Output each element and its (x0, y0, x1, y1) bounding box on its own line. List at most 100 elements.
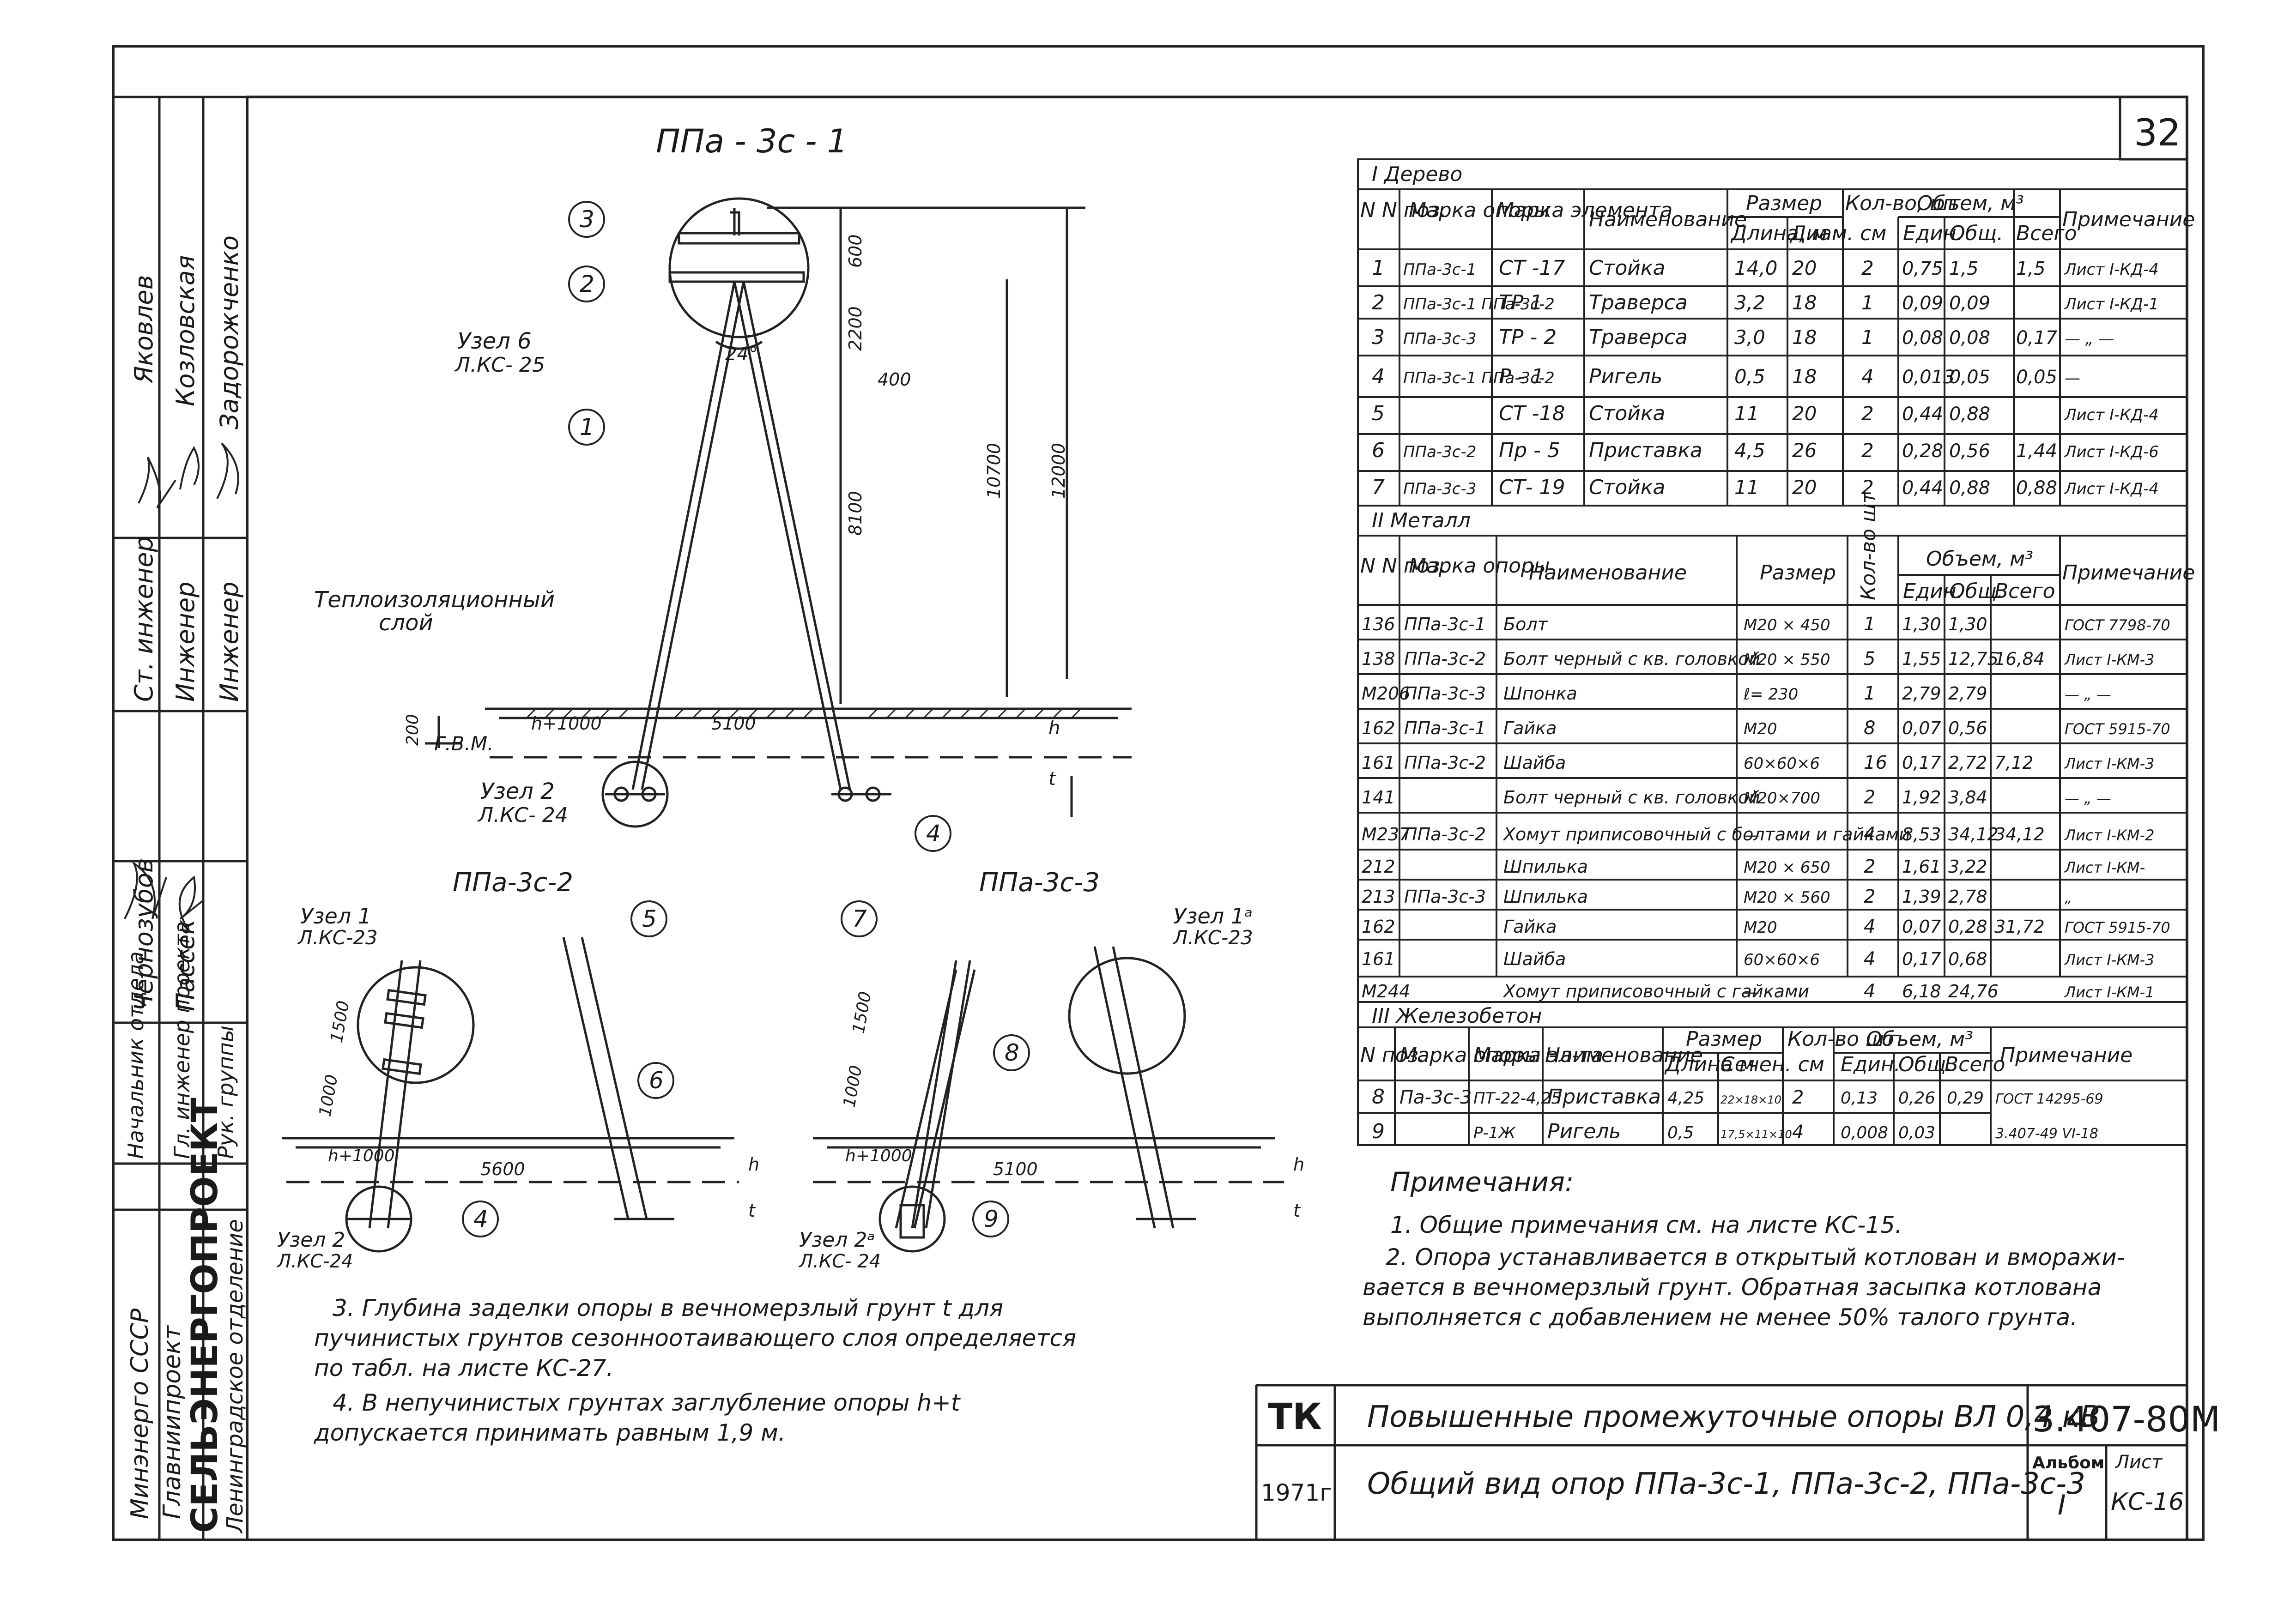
title-line-2: Общий вид опор ППа-3с-1, ППа-3с-2, ППа-3… (1367, 1467, 2085, 1501)
wood-r1-c8: 0,09 (1949, 293, 1990, 314)
institute-label: Главниипроект (158, 1325, 186, 1519)
metal-r3-c8: ГОСТ 5915-70 (2065, 720, 2170, 738)
metal-r0-c8: ГОСТ 7798-70 (2065, 616, 2170, 634)
wood-r6-c10: Лист I-КД-4 (2064, 480, 2159, 498)
note-2a: 2. Опора устанавливается в открытый котл… (1386, 1244, 2125, 1271)
metal-sh1: Общ. (1949, 579, 2003, 603)
dim-10700: 10700 (984, 443, 1004, 499)
conc-r1-c7: 0,008 (1841, 1123, 1888, 1142)
node2-ref: Л.КС- 24 (477, 803, 568, 827)
pole-assembly-1 (425, 197, 1132, 828)
metal-r11-c4: 4 (1864, 981, 1875, 1002)
wood-r2-c10: — „ — (2065, 330, 2114, 348)
angle-label: 24° (725, 344, 758, 365)
metal-r6-c5: 8,53 (1902, 824, 1941, 845)
note-1: 1. Общие примечания см. на листе КС-15. (1390, 1212, 1902, 1238)
conc-r0-c7: 0,13 (1841, 1089, 1878, 1108)
dim-h-2: h (748, 1154, 759, 1175)
pole-assembly-2 (282, 937, 739, 1253)
metal-r8-c3: М20 × 560 (1744, 888, 1830, 907)
wood-r4-c4: 11 (1734, 402, 1759, 425)
metal-r0-c0: 136 (1362, 614, 1395, 634)
metal-r3-c0: 162 (1362, 718, 1395, 738)
metal-r4-c7: 7,12 (1994, 753, 2034, 773)
metal-r4-c8: Лист I-КМ-3 (2064, 755, 2154, 772)
doc-code: 3.407-80М (2032, 1399, 2220, 1440)
wood-r1-c6: 1 (1861, 291, 1874, 314)
year: 1971г (1261, 1479, 1332, 1506)
metal-r1-c2: Болт черный с кв. головкой (1503, 649, 1760, 669)
metal-r11-c6: 24,76 (1948, 981, 1999, 1002)
metal-r2-c6: 2,79 (1948, 683, 1987, 704)
wood-sh4: Всего (2016, 222, 2077, 245)
metal-r2-c0: М206 (1362, 683, 1410, 704)
metal-r9-c7: 31,72 (1994, 917, 2045, 937)
title-block (1255, 1384, 2187, 1540)
wood-r0-c8: 1,5 (1949, 258, 1979, 279)
wood-r6-c3: Стойка (1589, 476, 1665, 499)
insulation-label-1: Теплоизоляционный (314, 587, 555, 613)
dim-2200: 2200 (845, 306, 866, 351)
table-concrete: III Железобетон N поз. Марка опоры Марка… (1357, 1001, 2188, 1146)
dim-400: 400 (878, 369, 911, 390)
dim-1500-3: 1500 (849, 990, 875, 1035)
wood-r5-c1: ППа-3с-2 (1403, 443, 1476, 461)
wood-h7: Примечание (2062, 208, 2195, 231)
metal-r4-c0: 161 (1362, 753, 1395, 773)
metal-r3-c6: 0,56 (1948, 718, 1987, 738)
metal-r9-c5: 0,07 (1902, 917, 1941, 937)
wood-r0-c4: 14,0 (1734, 257, 1778, 279)
wood-r6-c2: СТ- 19 (1499, 476, 1565, 499)
wood-sh1: Диам. см (1789, 222, 1886, 245)
metal-r3-c3: М20 (1744, 720, 1777, 738)
wood-r4-c5: 20 (1792, 402, 1817, 425)
name-passek: Пассек (171, 919, 200, 1011)
wood-r5-c7: 0,28 (1902, 440, 1943, 462)
wood-h3: Наименование (1589, 208, 1747, 231)
metal-r1-c1: ППа-3с-2 (1404, 649, 1486, 669)
name-kozlovskaya: Козловская (171, 255, 200, 406)
metal-h2: Наименование (1529, 561, 1687, 585)
metal-r7-c5: 1,61 (1902, 857, 1941, 877)
metal-r0-c6: 1,30 (1948, 614, 1987, 634)
pole-assembly-3 (813, 946, 1284, 1253)
conc-r1-c2: Р-1Ж (1473, 1124, 1516, 1142)
metal-r4-c5: 0,17 (1902, 753, 1941, 773)
metal-r5-c3: М20×700 (1744, 789, 1820, 808)
wood-r6-c8: 0,88 (1949, 477, 1990, 499)
note-3a: 3. Глубина заделки опоры в вечномерзлый … (333, 1295, 1003, 1321)
view2-title: ППа-3с-2 (453, 868, 573, 898)
wood-r2-c3: Траверса (1589, 326, 1688, 349)
metal-r1-c3: М20 × 550 (1744, 651, 1830, 669)
node2b-ref: Л.КС-24 (276, 1251, 353, 1272)
insulation-label-2: слой (379, 610, 433, 636)
metal-r5-c4: 2 (1864, 787, 1875, 808)
wood-r1-c3: Траверса (1589, 291, 1688, 314)
conc-r1-c5: 17,5×11×10 (1720, 1128, 1792, 1141)
wood-r5-c3: Приставка (1589, 439, 1702, 462)
node1-ref: Л.КС-23 (297, 926, 378, 949)
conc-r0-c10: ГОСТ 14295-69 (1995, 1091, 2103, 1107)
conc-r0-c8: 0,26 (1898, 1089, 1935, 1108)
wood-r6-c0: 7 (1372, 476, 1385, 499)
dim-5100-1: 5100 (711, 713, 756, 734)
conc-r0-c0: 8 (1372, 1085, 1385, 1109)
wood-r2-c1: ППа-3с-3 (1403, 330, 1476, 348)
dim-5600: 5600 (480, 1159, 525, 1179)
callout-1: 1 (580, 414, 594, 440)
conc-sh0: Длина м (1664, 1053, 1755, 1076)
metal-r3-c5: 0,07 (1902, 718, 1941, 738)
metal-r9-c4: 4 (1864, 916, 1875, 937)
conc-sh4: Всего (1945, 1053, 2005, 1076)
role-gl-inzhener: Гл. инженер проекта (170, 921, 194, 1159)
org-name: СЕЛЬЭНЕРГОПРОЕКТ (184, 1098, 226, 1533)
signature-marks (124, 442, 239, 924)
metal-r0-c1: ППа-3с-1 (1404, 614, 1486, 634)
wood-r6-c7: 0,44 (1902, 477, 1943, 499)
dim-600: 600 (845, 234, 866, 268)
metal-r0-c3: М20 × 450 (1744, 616, 1830, 634)
note-4b: допускается принимать равным 1,9 м. (314, 1419, 786, 1446)
metal-r10-c5: 0,17 (1902, 949, 1941, 969)
metal-h0: N N поз. (1360, 554, 1447, 578)
